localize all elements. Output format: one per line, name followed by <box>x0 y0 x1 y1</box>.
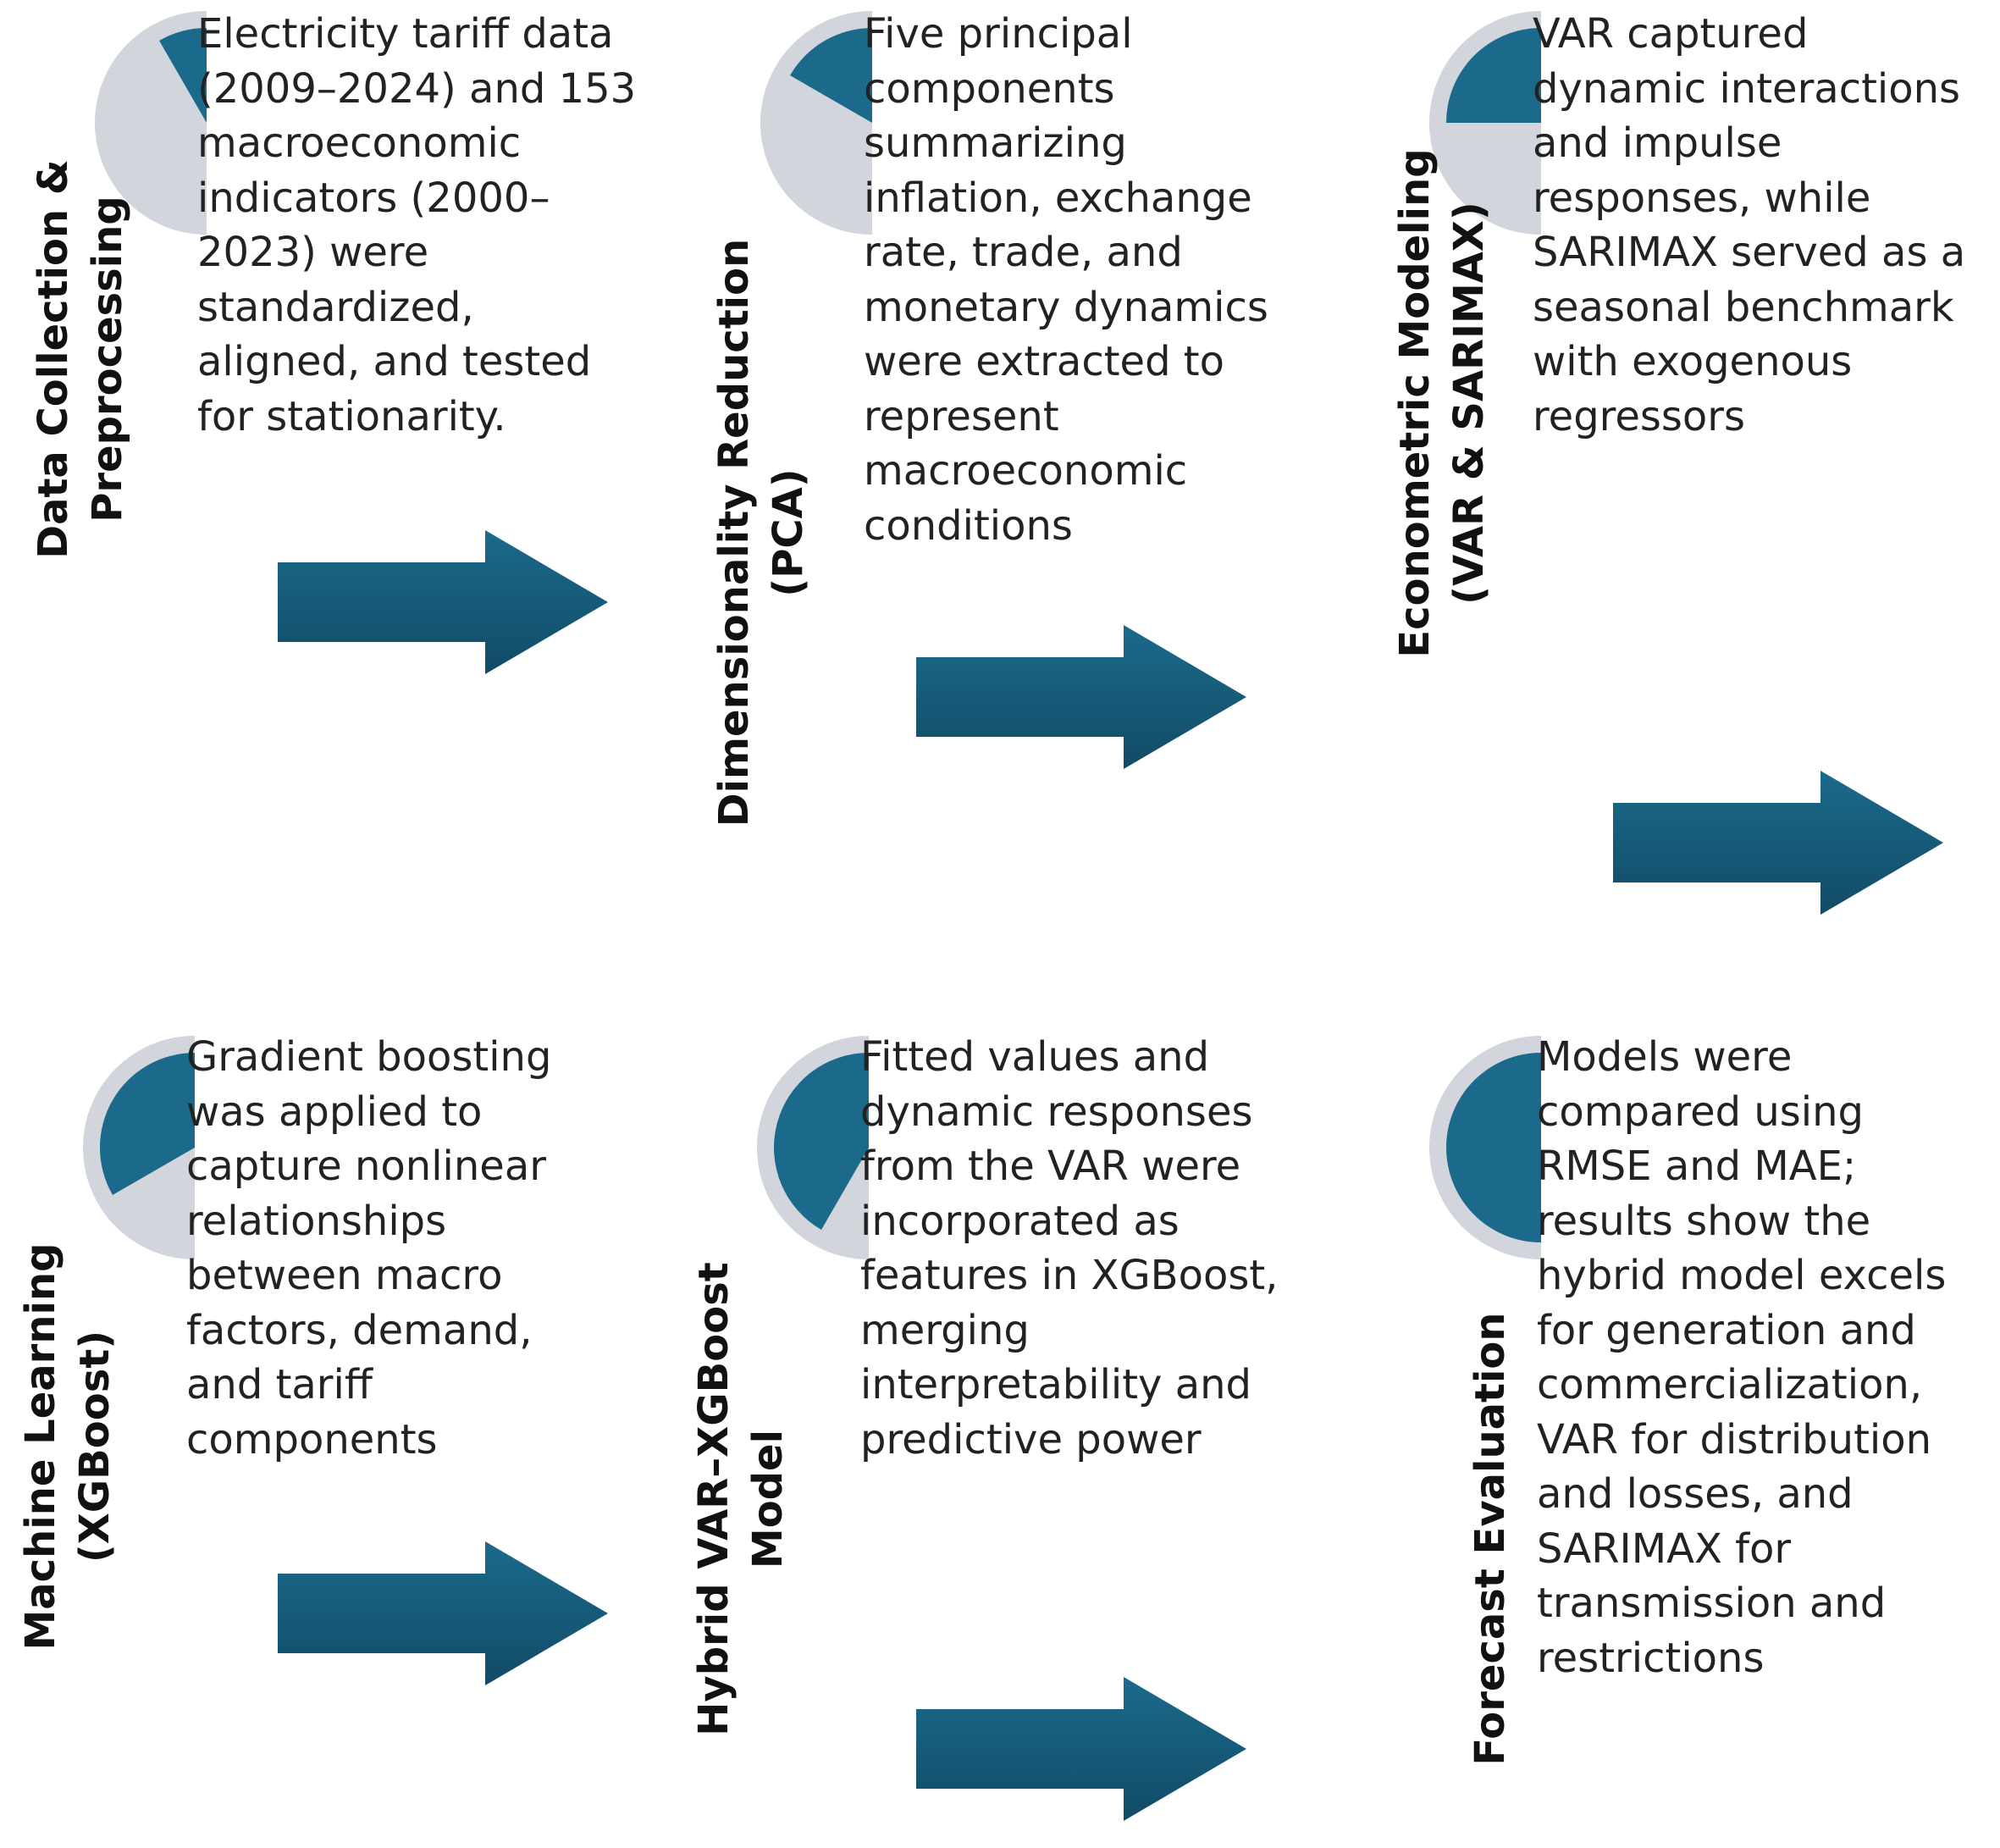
arrow-right-icon <box>1613 771 1943 915</box>
step-1-desc-line: macroeconomic <box>197 119 522 167</box>
step-3-title-line-1: Econometric Modeling <box>1391 148 1439 658</box>
step-4-title-line-1: Machine Learning <box>17 1242 64 1651</box>
step-5-desc-line: from the VAR were <box>860 1143 1241 1190</box>
step-6-desc-line: results show the <box>1537 1197 1871 1245</box>
step-3-title: Econometric Modeling (VAR & SARIMAX) <box>1388 124 1496 683</box>
step-6-desc-line: Models were <box>1537 1033 1793 1081</box>
step-4-desc-line: Gradient boosting <box>186 1033 552 1081</box>
step-1-pie-icon <box>95 11 207 235</box>
step-2-desc-line: represent <box>864 392 1059 440</box>
step-2-desc-line: inflation, exchange <box>864 174 1252 222</box>
step-6-title: Forecast Evaluation <box>1463 1285 1517 1793</box>
step-4-desc-line: components <box>186 1415 438 1463</box>
step-3-desc-line: regressors <box>1533 392 1746 440</box>
step-1-desc-line: indicators (2000– <box>197 174 550 222</box>
progress-wedge <box>773 1053 869 1231</box>
step-2-desc-line: conditions <box>864 501 1073 550</box>
step-6-desc-line: restrictions <box>1537 1634 1765 1682</box>
progress-wedge <box>159 28 207 123</box>
step-2-desc-line: macroeconomic <box>864 447 1188 495</box>
step-4-desc-line: and tariff <box>186 1361 373 1408</box>
step-5-description: Fitted values and dynamic responses from… <box>860 1030 1278 1467</box>
step-3-desc-line: and impulse <box>1533 119 1782 167</box>
step-6-desc-line: transmission and <box>1537 1580 1887 1627</box>
step-2-title-line-2: (PCA) <box>765 468 812 597</box>
step-5-desc-line: incorporated as <box>860 1197 1180 1245</box>
step-5-desc-line: features in XGBoost, <box>860 1252 1279 1299</box>
step-3-desc-line: VAR captured <box>1533 10 1809 58</box>
progress-wedge <box>99 1053 195 1195</box>
step-1-desc-line: Electricity tariff data <box>197 10 614 58</box>
step-3-desc-line: dynamic interactions <box>1533 64 1961 113</box>
step-4-pie-icon <box>83 1036 195 1259</box>
step-2-desc-line: monetary dynamics <box>864 283 1268 331</box>
step-2-desc-line: components <box>864 64 1115 113</box>
step-4-desc-line: relationships <box>186 1197 447 1245</box>
step-5-desc-line: predictive power <box>860 1415 1202 1463</box>
step-5-desc-line: merging <box>860 1306 1030 1354</box>
arrow-right-icon <box>916 625 1246 769</box>
step-3-desc-line: SARIMAX served as a <box>1533 229 1966 276</box>
step-4-title: Machine Learning (XGBoost) <box>14 1201 122 1692</box>
progress-wedge <box>1446 1053 1541 1242</box>
step-6-desc-line: compared using <box>1537 1087 1864 1136</box>
step-4-desc-line: factors, demand, <box>186 1306 533 1354</box>
step-2-desc-line: summarizing <box>864 119 1127 167</box>
step-1-desc-line: (2009–2024) and 153 <box>197 64 637 113</box>
step-4-description: Gradient boosting was applied to capture… <box>186 1030 551 1467</box>
step-6-description: Models were compared using RMSE and MAE;… <box>1537 1030 1946 1685</box>
step-5-desc-line: Fitted values and <box>860 1033 1210 1081</box>
step-6-desc-line: commercialization, <box>1537 1361 1923 1408</box>
step-2-description: Five principal components summarizing in… <box>864 7 1268 553</box>
step-5-desc-line: interpretability and <box>860 1361 1252 1408</box>
step-1-title: Data Collection & Preprocessing <box>26 80 135 639</box>
step-5-title-line-1: Hybrid VAR–XGBoost <box>690 1262 738 1736</box>
step-6-title-line-1: Forecast Evaluation <box>1467 1312 1514 1766</box>
step-2-title: Dimensionality Reduction (PCA) <box>707 215 815 850</box>
step-4-desc-line: between macro <box>186 1252 503 1299</box>
step-2-pie-icon <box>760 11 872 235</box>
step-3-description: VAR captured dynamic interactions and im… <box>1533 7 1965 444</box>
step-2-title-line-1: Dimensionality Reduction <box>710 238 758 827</box>
arrow-right-icon <box>278 1541 608 1685</box>
arrow-right-icon <box>278 530 608 674</box>
step-5-pie-icon <box>757 1036 869 1259</box>
step-1-desc-line: standardized, <box>197 283 474 331</box>
step-1-desc-line: 2023) were <box>197 229 429 276</box>
step-5-title: Hybrid VAR–XGBoost Model <box>687 1232 795 1766</box>
step-6-desc-line: RMSE and MAE; <box>1537 1143 1857 1190</box>
arrow-right-icon <box>916 1677 1246 1821</box>
step-3-pie-icon <box>1429 11 1541 235</box>
step-2-desc-line: rate, trade, and <box>864 229 1183 276</box>
step-5-desc-line: dynamic responses <box>860 1087 1253 1136</box>
step-6-desc-line: and losses, and <box>1537 1470 1854 1518</box>
step-1-desc-line: for stationarity. <box>197 392 506 440</box>
step-3-desc-line: with exogenous <box>1533 338 1853 385</box>
step-6-pie-icon <box>1429 1036 1541 1259</box>
step-5-title-line-2: Model <box>744 1429 792 1569</box>
step-1-title-line-2: Preprocessing <box>84 196 131 523</box>
progress-wedge <box>789 28 872 123</box>
progress-wedge <box>1446 28 1541 123</box>
step-4-title-line-2: (XGBoost) <box>71 1330 119 1563</box>
step-3-desc-line: responses, while <box>1533 174 1871 222</box>
step-4-desc-line: was applied to <box>186 1087 483 1136</box>
step-4-desc-line: capture nonlinear <box>186 1143 546 1190</box>
step-3-title-line-2: (VAR & SARIMAX) <box>1445 202 1493 605</box>
step-6-desc-line: for generation and <box>1537 1306 1916 1354</box>
step-1-desc-line: aligned, and tested <box>197 338 592 385</box>
step-3-desc-line: seasonal benchmark <box>1533 283 1954 331</box>
step-6-desc-line: hybrid model excels <box>1537 1252 1947 1299</box>
step-2-desc-line: were extracted to <box>864 338 1224 385</box>
step-6-desc-line: SARIMAX for <box>1537 1524 1792 1573</box>
step-2-desc-line: Five principal <box>864 10 1133 58</box>
step-1-title-line-1: Data Collection & <box>30 159 77 559</box>
step-6-desc-line: VAR for distribution <box>1537 1415 1932 1463</box>
step-1-description: Electricity tariff data (2009–2024) and … <box>197 7 636 444</box>
